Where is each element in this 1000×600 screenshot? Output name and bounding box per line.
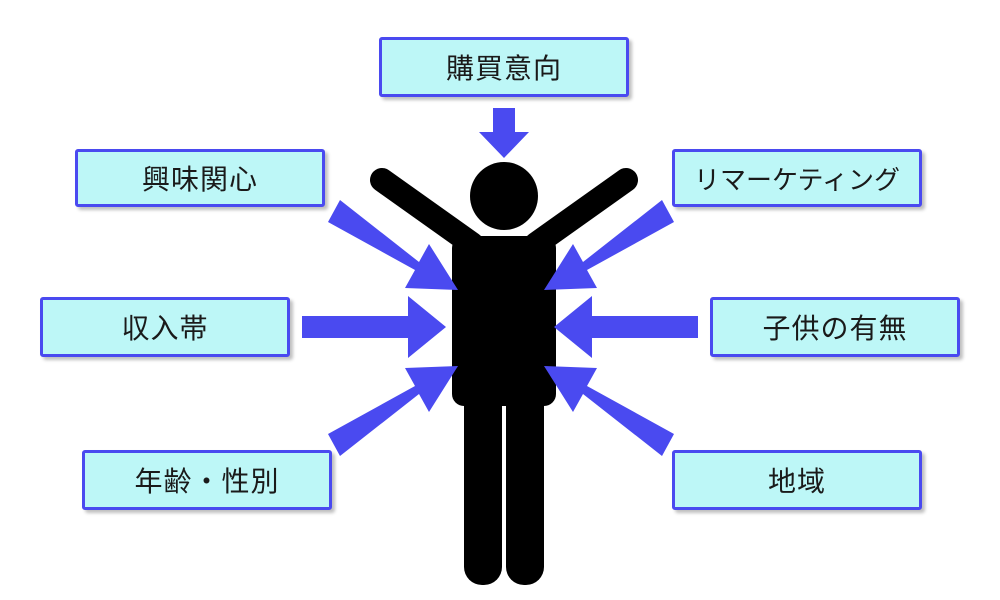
arrow-interests	[328, 200, 458, 290]
factor-label: 子供の有無	[762, 312, 908, 345]
arrow-income	[302, 296, 446, 358]
arrows	[302, 108, 698, 456]
arrow-children	[554, 296, 698, 358]
factor-label: 興味関心	[141, 163, 258, 196]
person-icon	[370, 162, 638, 585]
factor-box-children: 子供の有無	[710, 297, 960, 357]
arrow-remarketing	[544, 200, 674, 290]
factor-box-age-gender: 年齢・性別	[82, 450, 332, 510]
arrow-region	[544, 366, 674, 456]
arrow-age-gender	[328, 366, 458, 456]
factor-box-income: 収入帯	[40, 297, 290, 357]
factor-label: 購買意向	[445, 52, 562, 85]
factor-label: 地域	[767, 465, 826, 498]
arrow-purchase-intent	[479, 108, 529, 158]
factor-label: リマーケティング	[694, 165, 900, 196]
factor-box-remarketing: リマーケティング	[672, 149, 922, 207]
factor-box-region: 地域	[672, 450, 922, 510]
factor-box-interests: 興味関心	[75, 149, 325, 207]
factor-label: 年齢・性別	[134, 465, 280, 498]
factor-box-purchase-intent: 購買意向	[379, 37, 629, 97]
factor-label: 収入帯	[121, 312, 209, 345]
